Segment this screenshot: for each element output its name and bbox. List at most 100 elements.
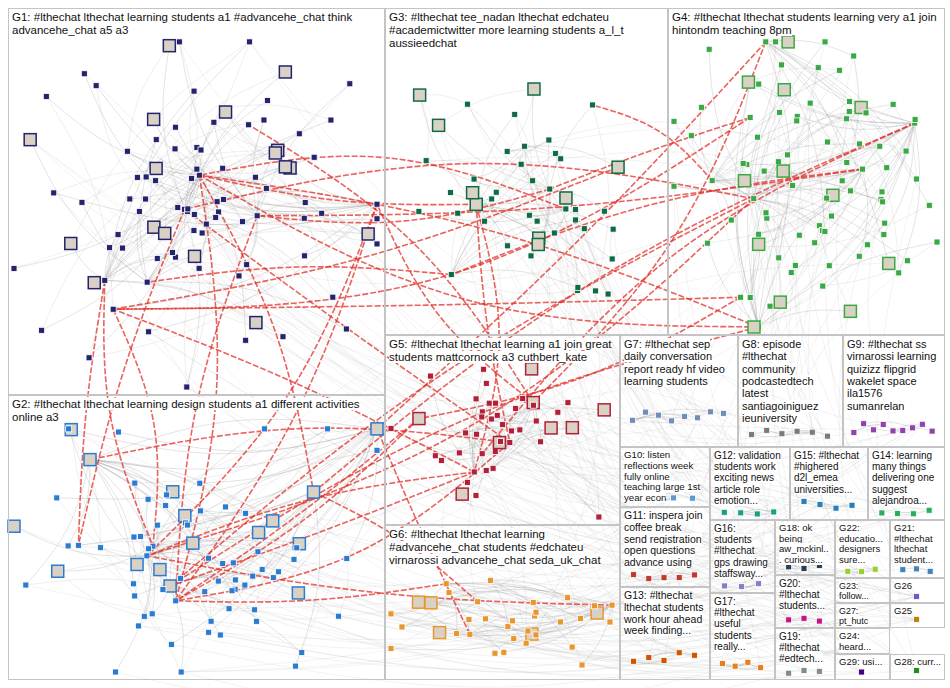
vertex-marker: [448, 272, 454, 278]
vertex-marker: [413, 596, 425, 608]
vertex-marker: [131, 558, 143, 570]
graph-edge: [187, 387, 695, 575]
vertex-marker: [771, 509, 777, 515]
vertex-marker: [362, 228, 374, 240]
strong-edge: [377, 42, 766, 429]
graph-edge: [90, 460, 273, 521]
vertex-marker: [230, 560, 236, 566]
vertex-marker: [846, 98, 852, 104]
graph-edge: [71, 430, 193, 543]
graph-edge: [810, 103, 887, 168]
vertex-marker: [189, 176, 195, 182]
vertex-marker: [676, 650, 682, 656]
graph-edge: [420, 95, 468, 104]
vertex-marker: [661, 658, 667, 664]
graph-edge: [139, 212, 172, 253]
vertex-marker: [269, 147, 281, 159]
graph-edge: [54, 193, 283, 337]
vertex-marker: [432, 453, 438, 459]
graph-edge: [633, 409, 724, 420]
vertex-marker: [325, 426, 331, 432]
vertex-marker: [267, 515, 279, 527]
group-heading: G20: #lthechat students...: [779, 578, 825, 611]
graph-edge: [30, 140, 147, 282]
graph-edge: [744, 123, 914, 181]
vertex-marker: [493, 437, 505, 449]
graph-edge: [90, 460, 160, 570]
vertex-marker: [168, 641, 174, 647]
graph-edge: [775, 42, 914, 123]
vertex-marker: [527, 397, 539, 409]
vertex-marker: [785, 152, 791, 158]
graph-edge: [82, 150, 278, 202]
graph-edge: [146, 199, 655, 498]
group-heading: G1: #lthechat lthechat learning students…: [12, 11, 352, 36]
vertex-marker: [705, 240, 711, 246]
graph-edge: [854, 424, 883, 432]
vertex-marker: [682, 414, 688, 420]
vertex-marker: [110, 306, 116, 312]
group-panel: G18: ok being aw_mckinl... curious...: [775, 520, 835, 575]
vertex-marker: [113, 669, 119, 675]
graph-edge: [146, 72, 285, 177]
vertex-marker: [796, 232, 802, 238]
graph-edge: [766, 42, 915, 123]
group-heading: G4: #lthechat lthechat students learning…: [672, 11, 937, 36]
graph-edge: [451, 275, 577, 294]
graph-edge: [854, 424, 883, 432]
vertex-marker: [488, 577, 494, 583]
vertex-marker: [895, 510, 901, 516]
graph-edge: [167, 495, 862, 672]
vertex-marker: [374, 447, 380, 453]
vertex-marker: [504, 148, 510, 154]
vertex-marker: [263, 185, 269, 191]
graph-edge: [222, 105, 331, 120]
vertex-marker: [747, 114, 753, 120]
vertex-marker: [176, 39, 182, 45]
vertex-marker: [448, 190, 454, 196]
vertex-marker: [749, 432, 755, 438]
vertex-marker: [607, 619, 613, 625]
vertex-marker: [474, 431, 480, 437]
vertex-marker: [66, 426, 72, 432]
vertex-marker: [526, 363, 538, 375]
vertex-marker: [825, 139, 831, 145]
graph-edge: [497, 415, 916, 596]
vertex-marker: [848, 188, 854, 194]
group-panel: G17: #lthechat useful students really...: [710, 593, 775, 680]
vertex-marker: [767, 303, 773, 309]
group-heading: G15: #lthechat #highered d2l_emea univer…: [794, 450, 859, 495]
vertex-marker: [844, 116, 850, 122]
vertex-marker: [900, 427, 906, 433]
graph-edge: [30, 140, 852, 506]
vertex-marker: [849, 502, 855, 508]
group-heading: G5: #lthechat lthechat learning a1 join …: [389, 338, 611, 363]
vertex-marker: [839, 178, 845, 184]
graph-edge: [105, 150, 201, 280]
vertex-marker: [146, 546, 152, 552]
vertex-marker: [463, 430, 469, 436]
vertex-marker: [479, 451, 485, 457]
graph-edge: [139, 513, 882, 640]
vertex-marker: [501, 649, 507, 655]
vertex-marker: [708, 409, 714, 415]
graph-edge: [823, 242, 937, 286]
vertex-marker: [467, 631, 473, 637]
vertex-marker: [578, 616, 584, 622]
vertex-marker: [164, 492, 170, 498]
vertex-marker: [88, 277, 100, 289]
vertex-marker: [433, 119, 445, 131]
vertex-marker: [630, 417, 636, 423]
strong-edge: [176, 419, 419, 601]
graph-edge: [511, 431, 861, 648]
vertex-marker: [801, 615, 807, 621]
vertex-marker: [154, 256, 160, 262]
group-heading: G25: [894, 605, 912, 616]
vertex-marker: [774, 296, 786, 308]
graph-edge: [758, 195, 833, 327]
vertex-marker: [65, 424, 77, 436]
vertex-marker: [347, 81, 353, 87]
vertex-marker: [253, 527, 265, 539]
vertex-marker: [790, 183, 796, 189]
strong-edge: [199, 175, 313, 492]
